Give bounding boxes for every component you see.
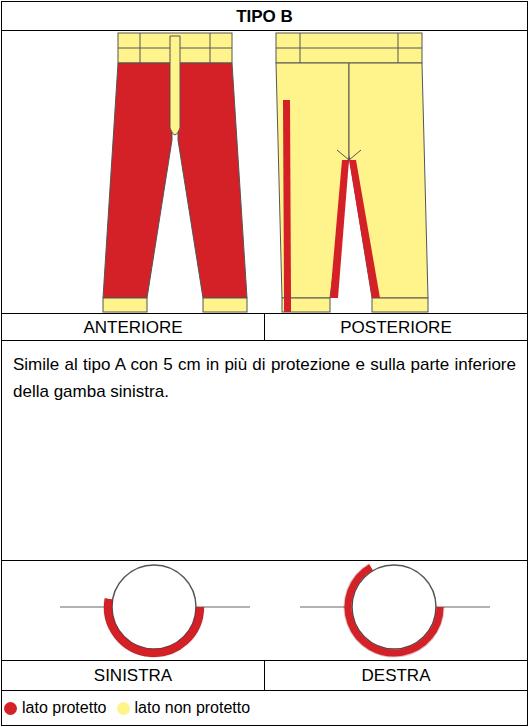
column-label: SINISTRA [2, 665, 264, 686]
table-rule [264, 660, 265, 690]
table-border [1, 725, 528, 726]
column-label: DESTRA [265, 665, 527, 686]
leg-sections [60, 565, 490, 653]
table-rule [1, 340, 528, 341]
column-label: POSTERIORE [265, 317, 527, 338]
legend-text: lato non protetto [135, 698, 251, 718]
legend-text: lato protetto [22, 698, 107, 718]
table-border [1, 1, 528, 2]
table-border [527, 1, 528, 726]
table-rule [1, 30, 528, 31]
legend-swatch [4, 702, 17, 715]
legend-swatch [117, 702, 130, 715]
table-rule [1, 560, 528, 561]
table-border [1, 1, 2, 726]
table-rule [264, 313, 265, 340]
front-trousers [103, 33, 247, 312]
column-label: ANTERIORE [2, 317, 264, 338]
back-trousers [276, 33, 428, 312]
description-note: Simile al tipo A con 5 cm in più di prot… [13, 351, 516, 405]
table-title: TIPO B [2, 6, 527, 27]
table-rule [1, 690, 528, 691]
